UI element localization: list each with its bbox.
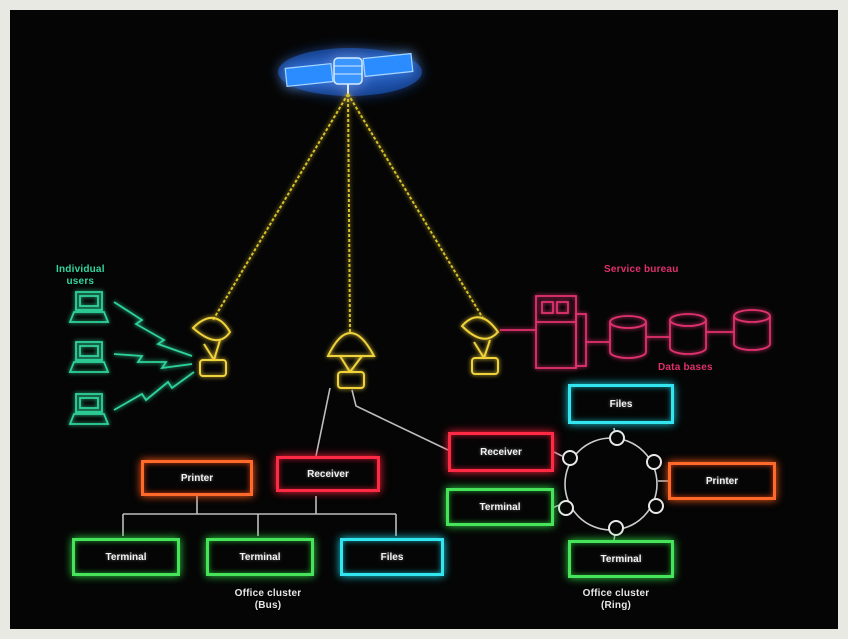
- server-cabinet-icon: [535, 295, 587, 369]
- ring-receiver-box: Receiver: [448, 432, 554, 472]
- ring-printer-label: Printer: [705, 475, 739, 487]
- service-bureau-label: Service bureau: [604, 264, 679, 275]
- ring-files-label: Files: [609, 398, 633, 410]
- network-diagram: Individual users Service bureau Data bas…: [10, 10, 838, 629]
- bus-files-box: Files: [340, 538, 444, 576]
- database-cylinder-icon: [669, 313, 707, 355]
- bus-terminal-1-label: Terminal: [105, 551, 147, 563]
- ring-terminal-1-label: Terminal: [479, 501, 521, 513]
- lightning-link-icon: [113, 353, 193, 370]
- office-ring-title: Office cluster: [582, 588, 650, 599]
- computer-terminal-icon: [68, 291, 110, 323]
- computer-terminal-icon: [68, 341, 110, 373]
- database-cylinder-icon: [609, 315, 647, 359]
- bus-terminal-2-label: Terminal: [239, 551, 281, 563]
- bus-receiver-box: Receiver: [276, 456, 380, 492]
- ring-printer-box: Printer: [668, 462, 776, 500]
- diagram-graphics: [68, 48, 771, 541]
- uplink-lines: [212, 93, 485, 333]
- dish-antenna-icon: [326, 332, 376, 389]
- ring-terminal-2-label: Terminal: [600, 553, 642, 565]
- individual-users-label: Individual users: [56, 264, 105, 287]
- bus-terminal-2-box: Terminal: [206, 538, 314, 576]
- office-bus-subtitle: (Bus): [254, 600, 282, 611]
- office-bus-title: Office cluster: [234, 588, 302, 599]
- lightning-link-icon: [113, 371, 195, 411]
- bus-printer-label: Printer: [180, 472, 214, 484]
- ring-files-box: Files: [568, 384, 674, 424]
- ring-terminal-1-box: Terminal: [446, 488, 554, 526]
- bus-receiver-label: Receiver: [307, 468, 349, 480]
- ring-receiver-label: Receiver: [480, 446, 522, 458]
- bus-printer-box: Printer: [141, 460, 253, 496]
- bus-links: [122, 387, 449, 536]
- lightning-link-icon: [113, 301, 193, 357]
- office-ring-subtitle: (Ring): [600, 600, 632, 611]
- bus-terminal-1-box: Terminal: [72, 538, 180, 576]
- bus-files-label: Files: [380, 551, 404, 563]
- data-bases-label: Data bases: [658, 362, 713, 373]
- computer-terminal-icon: [68, 393, 110, 425]
- ring-terminal-2-box: Terminal: [568, 540, 674, 578]
- dish-antenna-icon: [191, 317, 232, 377]
- dish-antenna-icon: [460, 316, 500, 375]
- ring-nodes: [558, 430, 664, 536]
- database-cylinder-icon: [733, 309, 771, 351]
- satellite-icon: [278, 48, 422, 96]
